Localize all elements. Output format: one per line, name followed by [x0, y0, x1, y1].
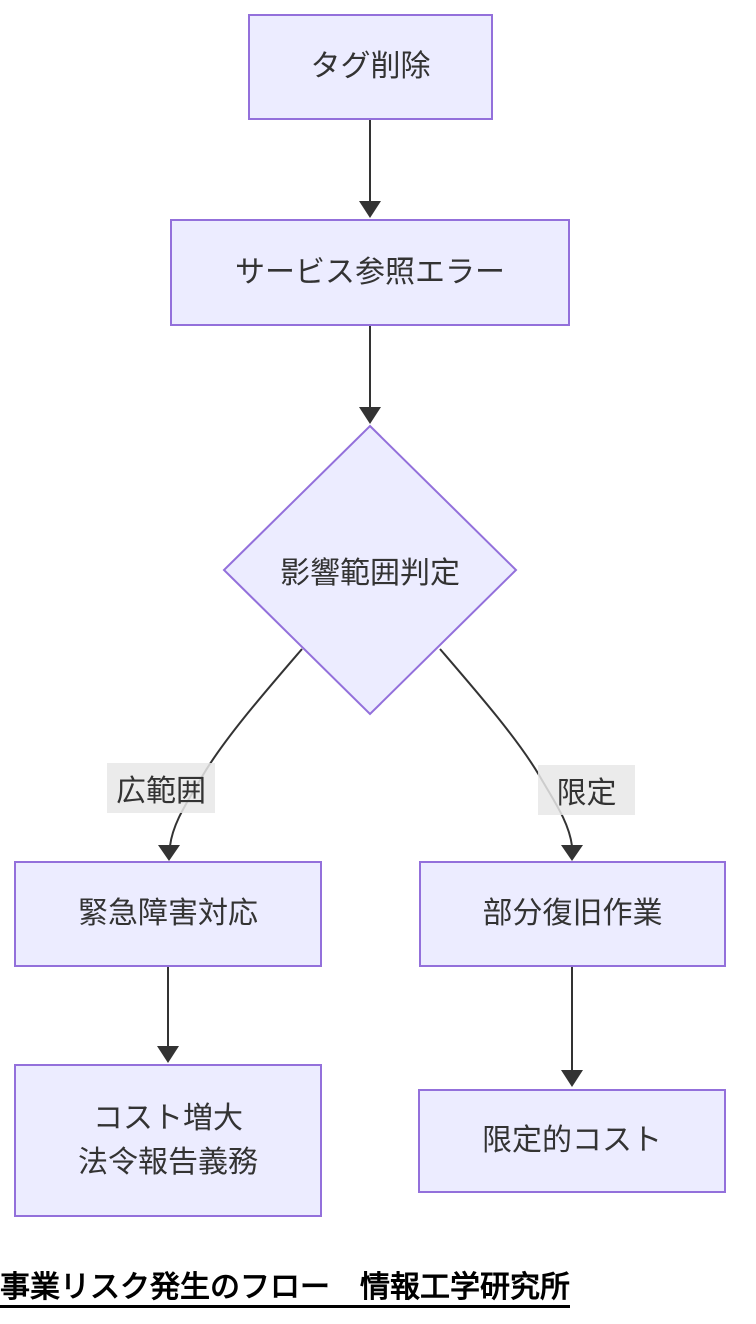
arrowhead [359, 201, 381, 218]
node-cost-increase-line1: コスト増大 [93, 1102, 243, 1135]
edge-label-limited: 限定 [538, 765, 635, 815]
node-partial-recovery-label: 部分復旧作業 [482, 897, 663, 931]
arrowhead [158, 845, 180, 861]
arrowhead [561, 1070, 583, 1087]
node-tag-delete: タグ削除 [248, 14, 493, 120]
node-service-error: サービス参照エラー [170, 219, 570, 326]
arrowhead [561, 845, 583, 861]
arrowhead [157, 1046, 179, 1063]
edge-decision-to-partial [439, 648, 573, 847]
node-emergency-response-label: 緊急障害対応 [78, 897, 258, 931]
edge-decision-to-emergency [169, 648, 303, 847]
node-partial-recovery: 部分復旧作業 [419, 861, 726, 967]
node-impact-decision-label: 影響範囲判定 [280, 557, 460, 590]
diagram-caption: 事業リスク発生のフロー 情報工学研究所 [0, 1271, 570, 1304]
node-cost-increase-line2: 法令報告義務 [78, 1145, 258, 1179]
node-cost-increase: コスト増大 法令報告義務 [14, 1064, 322, 1217]
arrowhead [359, 407, 381, 424]
node-limited-cost-label: 限定的コスト [482, 1124, 662, 1158]
node-limited-cost: 限定的コスト [418, 1089, 726, 1193]
decision-diamond-shape [222, 424, 518, 716]
edge-label-wide-range: 広範囲 [107, 763, 215, 813]
node-service-error-label: サービス参照エラー [235, 255, 505, 289]
node-emergency-response: 緊急障害対応 [14, 861, 322, 967]
node-tag-delete-label: タグ削除 [310, 50, 431, 84]
